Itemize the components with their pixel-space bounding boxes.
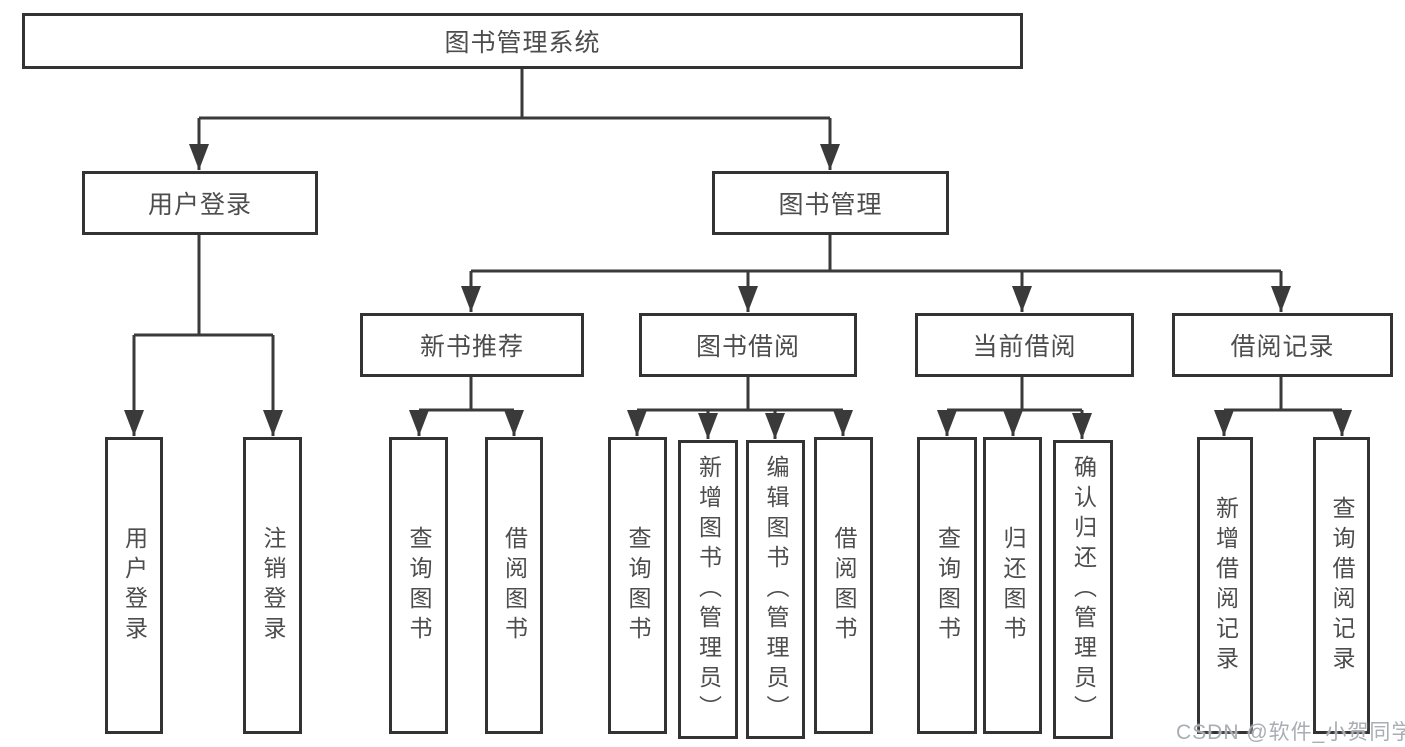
- node-root-label: 图书管理系统: [444, 29, 601, 57]
- leaf-current-query-books: 查询图书: [917, 437, 977, 734]
- leaf-add-borrow-record-label: 新增借阅记录: [1212, 495, 1239, 676]
- node-new-book-recommend: 新书推荐: [360, 313, 584, 377]
- node-borrow-records: 借阅记录: [1172, 313, 1393, 377]
- leaf-recommend-query-books-label: 查询图书: [406, 525, 432, 646]
- node-new-book-recommend-label: 新书推荐: [419, 333, 524, 361]
- leaf-recommend-borrow-books-label: 借阅图书: [501, 525, 528, 646]
- leaf-borrow-books-label: 借阅图书: [831, 525, 857, 646]
- leaf-user-login: 用户登录: [105, 437, 163, 734]
- watermark: CSDN @软件_小贺同学: [1176, 721, 1405, 744]
- leaf-add-books-admin: 新增图书（管理员）: [678, 440, 738, 739]
- leaf-current-query-books-label: 查询图书: [934, 525, 961, 646]
- node-borrow-records-label: 借阅记录: [1230, 333, 1335, 361]
- leaf-add-books-admin-label: 新增图书（管理员）: [695, 454, 722, 725]
- leaf-borrow-books: 借阅图书: [814, 437, 873, 734]
- node-user-login: 用户登录: [82, 171, 318, 235]
- node-current-borrow-label: 当前借阅: [972, 333, 1077, 361]
- leaf-borrow-query-books: 查询图书: [608, 437, 667, 734]
- leaf-return-books: 归还图书: [983, 437, 1042, 734]
- leaf-query-borrow-record-label: 查询借阅记录: [1329, 495, 1355, 676]
- node-book-management: 图书管理: [712, 171, 949, 235]
- node-root: 图书管理系统: [22, 13, 1023, 69]
- leaf-confirm-return-admin-label: 确认归还（管理员）: [1070, 454, 1097, 725]
- leaf-logout: 注销登录: [243, 437, 302, 734]
- node-user-login-label: 用户登录: [147, 191, 252, 219]
- leaf-edit-books-admin-label: 编辑图书（管理员）: [763, 454, 789, 725]
- leaf-recommend-query-books: 查询图书: [389, 437, 448, 734]
- leaf-query-borrow-record: 查询借阅记录: [1313, 437, 1370, 734]
- leaf-borrow-query-books-label: 查询图书: [625, 525, 651, 646]
- leaf-add-borrow-record: 新增借阅记录: [1197, 437, 1253, 734]
- leaf-user-login-label: 用户登录: [121, 525, 148, 646]
- leaf-confirm-return-admin: 确认归还（管理员）: [1053, 440, 1113, 739]
- leaf-return-books-label: 归还图书: [1000, 525, 1026, 646]
- node-book-management-label: 图书管理: [778, 191, 883, 219]
- leaf-recommend-borrow-books: 借阅图书: [485, 437, 543, 734]
- node-current-borrow: 当前借阅: [915, 313, 1134, 377]
- node-book-borrow: 图书借阅: [639, 313, 857, 377]
- leaf-edit-books-admin: 编辑图书（管理员）: [746, 440, 805, 739]
- node-book-borrow-label: 图书借阅: [695, 333, 800, 361]
- leaf-logout-label: 注销登录: [260, 525, 286, 646]
